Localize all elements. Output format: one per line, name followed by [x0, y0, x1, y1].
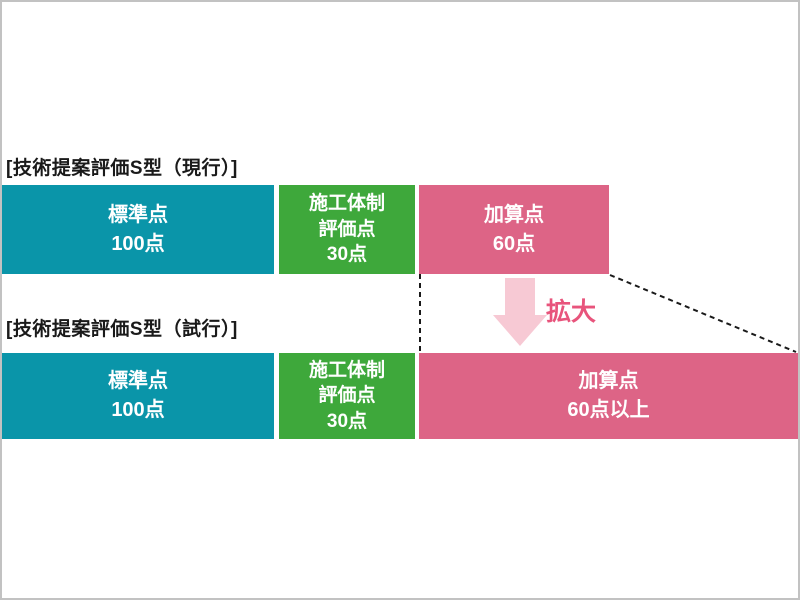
bar-text-line: 加算点 — [578, 370, 639, 392]
bar-text-line: 30点 — [326, 244, 368, 266]
construction-score-bar-current: 施工体制 評価点 30点 — [279, 185, 415, 274]
construction-score-bar-trial: 施工体制 評価点 30点 — [279, 353, 415, 439]
standard-score-bar-trial: 標準点 100点 — [2, 353, 274, 439]
expand-label: 拡大 — [546, 298, 597, 326]
bar-text-line: 100点 — [111, 232, 165, 255]
bar-text-line: 加算点 — [484, 203, 544, 226]
bar-text-line: 施工体制 — [308, 193, 385, 215]
bar-text-line: 標準点 — [108, 370, 168, 392]
section-label-current: [技術提案評価S型（現行）] — [6, 158, 238, 179]
bar-text-line: 評価点 — [318, 385, 376, 407]
bar-text-line: 60点以上 — [567, 399, 650, 421]
bar-text-line: 施工体制 — [308, 359, 385, 381]
bar-text-line: 100点 — [111, 399, 165, 421]
addition-score-bar-current: 加算点 60点 — [419, 185, 609, 274]
addition-score-bar-trial: 加算点 60点以上 — [419, 353, 798, 439]
expand-arrow-icon — [493, 278, 547, 346]
bar-text-line: 60点 — [492, 232, 536, 255]
section-label-trial: [技術提案評価S型（試行）] — [6, 319, 238, 340]
standard-score-bar-current: 標準点 100点 — [2, 185, 274, 274]
bar-text-line: 評価点 — [318, 218, 376, 240]
bar-text-line: 標準点 — [108, 203, 168, 226]
dashed-connector-diagonal — [609, 274, 797, 353]
bar-text-line: 30点 — [326, 410, 368, 432]
